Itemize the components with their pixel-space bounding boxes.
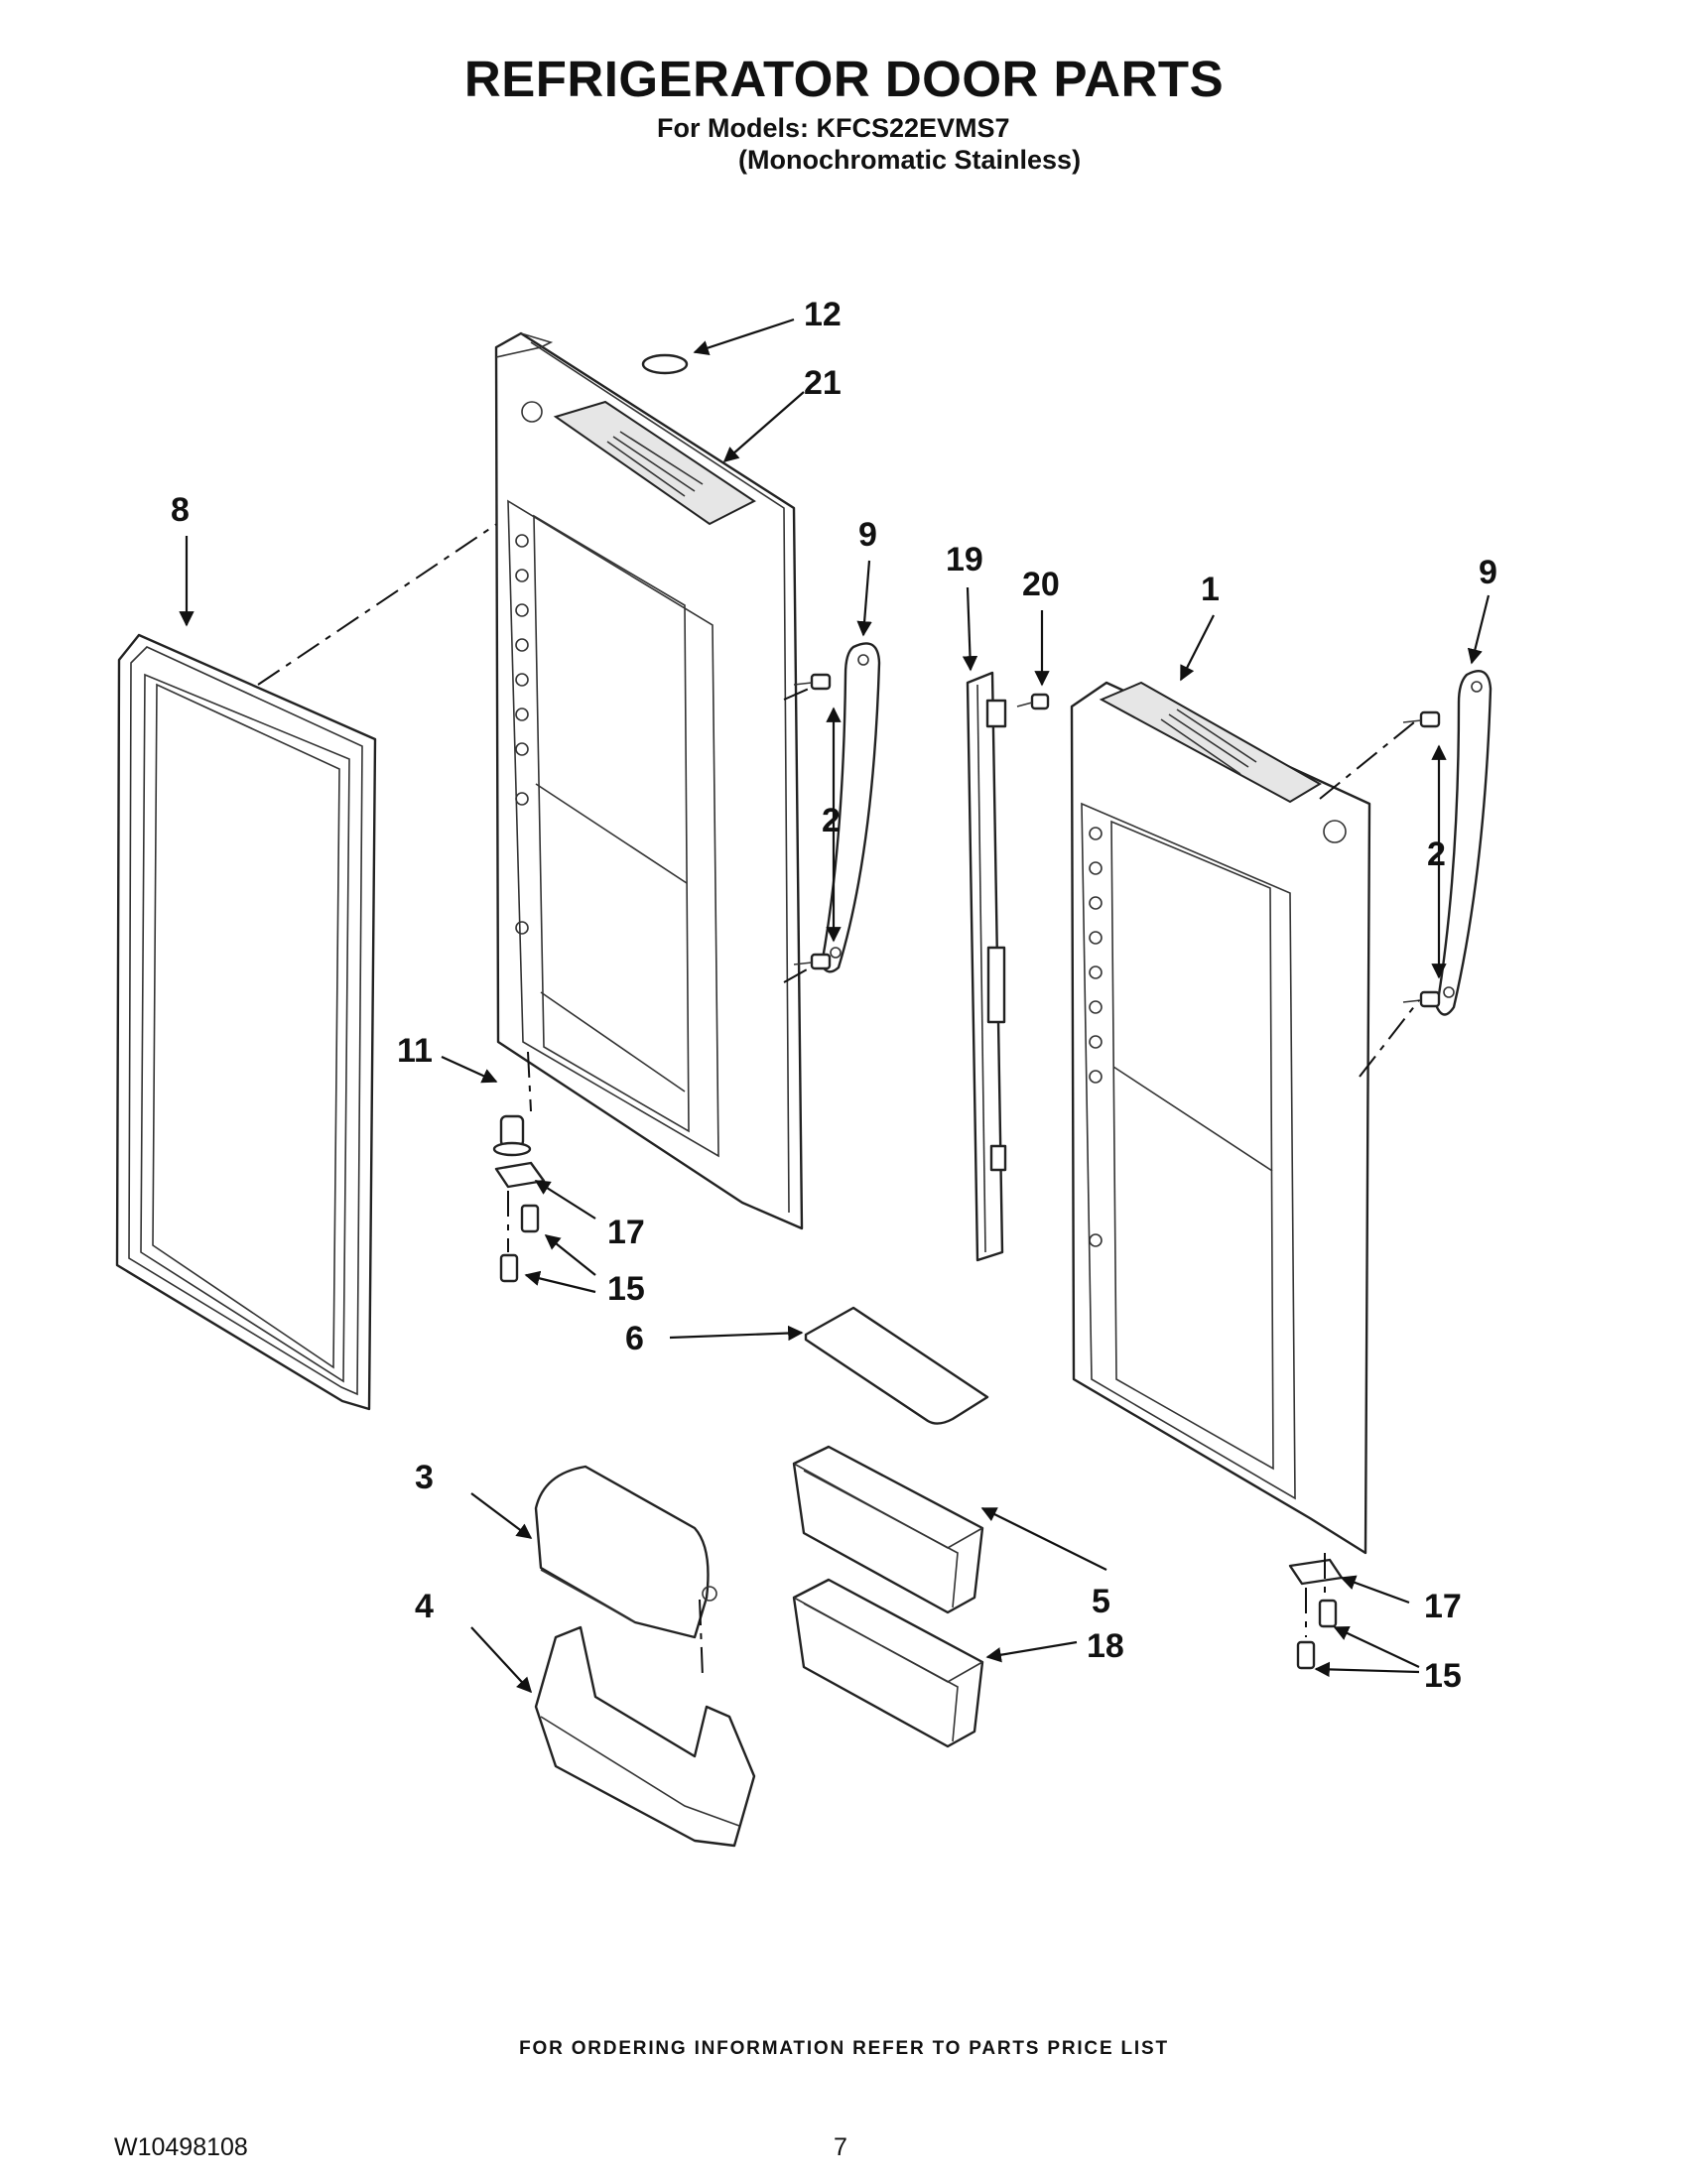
callout-21: 21 <box>804 364 842 402</box>
leader-lines <box>179 318 1491 1694</box>
door-bin-part <box>792 1445 984 1614</box>
callout-3: 3 <box>415 1459 434 1496</box>
page-number: 7 <box>834 2133 847 2161</box>
variant-line: (Monochromatic Stainless) <box>738 145 1082 175</box>
right-handle-screws <box>1319 710 1441 1078</box>
callout-17-right: 17 <box>1424 1588 1462 1625</box>
center-mullion-part <box>966 671 1007 1262</box>
ordering-info: FOR ORDERING INFORMATION REFER TO PARTS … <box>519 2038 1169 2059</box>
right-hinge-hardware <box>1288 1553 1344 1670</box>
callout-8: 8 <box>171 491 190 529</box>
callout-15-left: 15 <box>607 1270 645 1308</box>
callout-17-left: 17 <box>607 1214 645 1251</box>
callout-6: 6 <box>625 1320 644 1357</box>
door-bin-part-2 <box>792 1578 984 1748</box>
shelf-cover-part <box>804 1306 989 1425</box>
callout-12: 12 <box>804 296 842 333</box>
callout-18: 18 <box>1087 1627 1124 1665</box>
callout-1: 1 <box>1201 571 1220 608</box>
models-line: For Models: KFCS22EVMS7 <box>657 113 1010 143</box>
alignment-line-gasket <box>257 473 572 686</box>
left-door-part <box>494 331 804 1230</box>
callout-9-left: 9 <box>858 516 877 554</box>
door-gasket-part <box>115 633 377 1411</box>
callout-5: 5 <box>1092 1583 1110 1620</box>
left-handle-screws <box>783 673 832 983</box>
callout-11: 11 <box>397 1032 433 1070</box>
callout-2-left: 2 <box>822 802 841 839</box>
callout-20: 20 <box>1022 566 1060 603</box>
dairy-door-part <box>534 1465 717 1639</box>
mullion-screw-part <box>1016 693 1050 710</box>
left-hinge-hardware <box>492 1051 546 1283</box>
dairy-bin-part <box>534 1599 756 1848</box>
document-number: W10498108 <box>114 2133 248 2161</box>
callout-9-right: 9 <box>1479 554 1497 591</box>
callout-2-right: 2 <box>1427 835 1446 873</box>
model-info: For Models: KFCS22EVMS7 (Monochromatic S… <box>657 112 1081 176</box>
callout-15-right: 15 <box>1424 1657 1462 1695</box>
page-title: REFRIGERATOR DOOR PARTS <box>463 51 1225 107</box>
right-handle-part <box>1435 670 1493 1016</box>
right-door-part <box>1070 681 1371 1555</box>
callout-4: 4 <box>415 1588 434 1625</box>
callout-19: 19 <box>946 541 983 578</box>
hinge-cap-part <box>641 353 689 375</box>
